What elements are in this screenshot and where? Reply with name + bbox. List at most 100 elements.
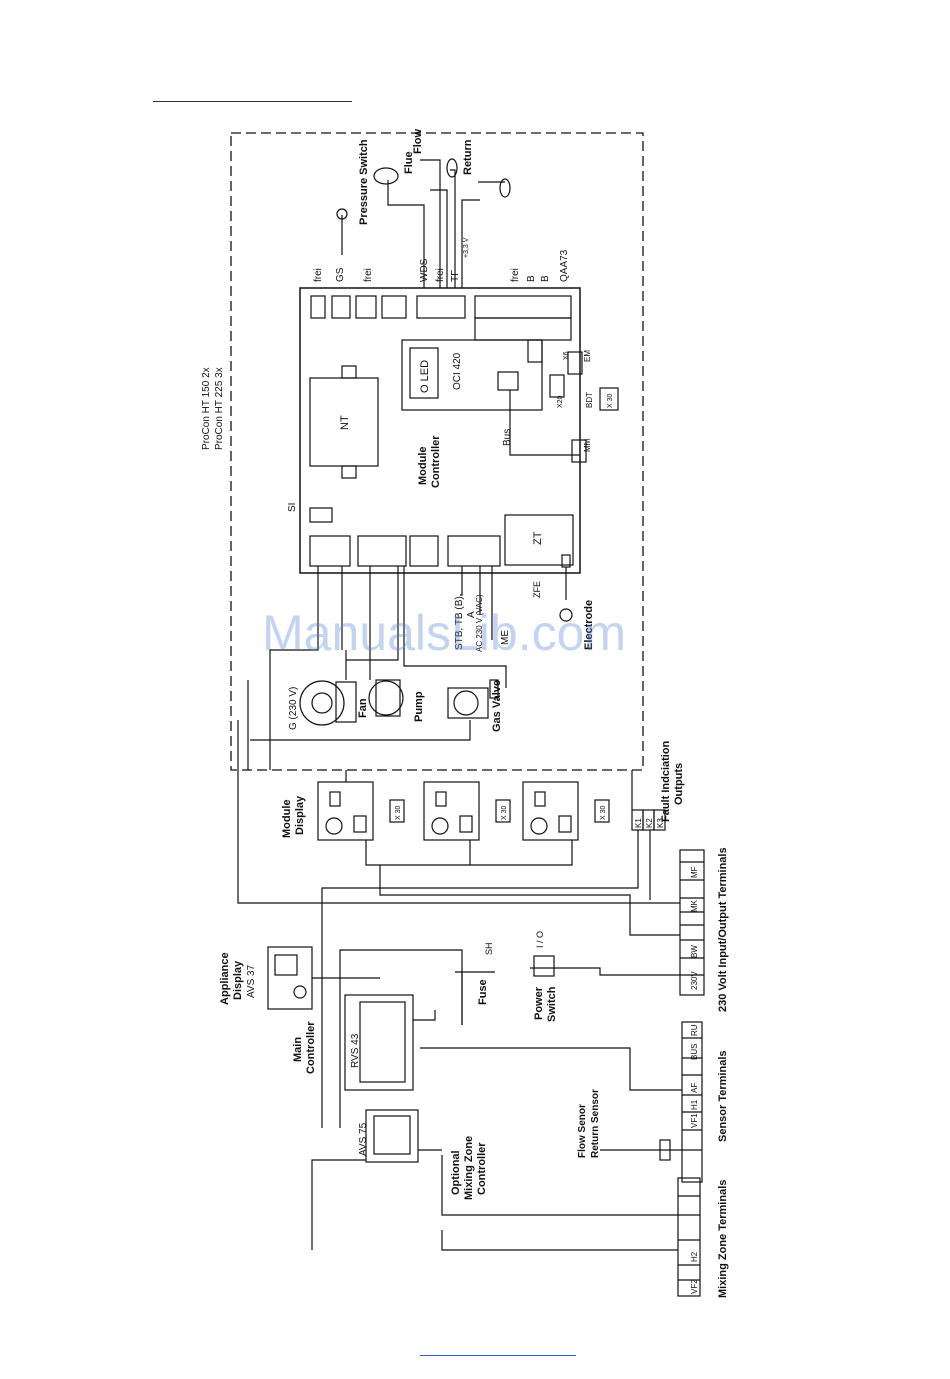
si-label: SI [287, 503, 298, 512]
x20-label: X20 [557, 395, 564, 408]
main-controller-label-2: Controller [305, 1021, 317, 1074]
x6-label: X6 [563, 351, 570, 360]
led-label: O LED [419, 360, 431, 393]
appliance-display-label-1: Appliance [219, 952, 231, 1005]
fan-label: Fan [357, 698, 369, 718]
v33-label: +3,3 V [463, 237, 470, 258]
mixing-zone-controller-unit [311, 1109, 442, 1250]
module-controller-label-2: Controller [430, 435, 442, 488]
model-label-a: ProCon HT 150 2x [201, 367, 212, 450]
fuse-label: Fuse [477, 979, 489, 1005]
model-label-b: ProCon HT 225 3x [214, 367, 225, 450]
t-af: AF [690, 1083, 699, 1093]
flue-label: Flue [403, 151, 415, 174]
sensor-leads [336, 158, 511, 288]
io-label: I / O [535, 931, 545, 948]
zfe-label: ZFE [532, 581, 542, 598]
avs75-label: AVS 75 [358, 1122, 369, 1156]
t-bw: BW [690, 945, 699, 958]
oci-label: OCI 420 [452, 352, 463, 390]
led-box [409, 347, 439, 399]
terminal-block-sensor [420, 1021, 703, 1183]
frei-label-4: frei [510, 268, 521, 282]
t-vf2: VF2 [690, 1279, 699, 1294]
k2-label: K2 [645, 818, 654, 828]
zt-label: ZT [532, 531, 544, 545]
module-controller-label-1: Module [417, 447, 429, 486]
t-h2: H2 [690, 1251, 699, 1262]
power-switch-label-1: Power [533, 986, 545, 1020]
me-label: ME [500, 630, 511, 645]
mixing-terminals-label: Mixing Zone Terminals [717, 1180, 729, 1298]
gs-label: GS [335, 267, 346, 282]
fan-component [299, 680, 357, 726]
avs37-label: AVS 37 [246, 964, 257, 998]
pump-label: Pump [413, 691, 425, 722]
appliance-display-label-2: Display [232, 960, 244, 1000]
em-label: EM [583, 350, 592, 362]
fuse-and-switch [455, 955, 555, 1025]
t-vf1: VF1 [690, 1113, 699, 1128]
t-mk: MK [690, 899, 699, 912]
oci-module [401, 339, 543, 411]
b-label-1: B [526, 275, 537, 282]
nt-label: NT [339, 415, 351, 430]
ac230-label: AC 230 V (VAC) [475, 594, 484, 652]
fan-g-label: G (230 V) [288, 687, 299, 730]
fault-outputs-label-2: Outputs [673, 763, 685, 805]
frei-label-1: frei [313, 268, 324, 282]
wds-label: WDS [419, 258, 430, 282]
flow-label: Flow [412, 129, 424, 154]
rvs43-label: RVS 43 [350, 1033, 361, 1068]
module-display-label-1: Module [281, 800, 293, 839]
top-connector-strips [310, 295, 619, 463]
stb-tb-label: STB, TB (B) [454, 596, 465, 650]
fault-output-relays [321, 770, 666, 1128]
component-leads [247, 390, 580, 770]
pump-component [368, 679, 404, 717]
bottom-connector-strips [309, 535, 501, 567]
terminal-block-mixing [441, 1155, 701, 1297]
t-mf: MF [690, 866, 699, 878]
electrode-label: Electrode [583, 600, 595, 650]
module-display-label-2: Display [294, 795, 306, 835]
optional-mixing-label-1: Optional [450, 1150, 462, 1195]
x30-label-board: X 30 [607, 393, 614, 408]
flow-sensor-label-2: Return Sensor [590, 1089, 601, 1158]
b-label-2: B [540, 275, 551, 282]
a-label: A [466, 611, 477, 618]
x30-label-3: X 30 [600, 805, 607, 820]
t-230v: 230V [690, 971, 699, 990]
qaa73-label: QAA73 [559, 249, 570, 282]
optional-mixing-label-3: Controller [476, 1142, 488, 1195]
pressure-switch-label: Pressure Switch [358, 139, 370, 225]
top-link-underline[interactable] [153, 101, 352, 102]
terminals-230-label: 230 Volt Input/Output Terminals [717, 847, 729, 1012]
x30-label-1: X 30 [395, 805, 402, 820]
sensor-terminals-label: Sensor Terminals [717, 1051, 729, 1143]
flow-sensor-label-1: Flow Senor [577, 1104, 588, 1158]
t-ru: RU [690, 1024, 699, 1036]
enclosure-dashed-border [230, 132, 644, 771]
zt-block [504, 514, 574, 566]
appliance-display-unit [267, 946, 380, 1010]
module-display-units [317, 770, 610, 866]
optional-mixing-label-2: Mixing Zone [463, 1136, 475, 1200]
fault-outputs-label-1: Fault Indciation [660, 740, 672, 822]
return-label: Return [462, 139, 474, 175]
sh-label: SH [484, 942, 494, 955]
t-h1: H1 [690, 1099, 699, 1110]
mm-label: MM [583, 438, 592, 452]
t-bus: BUS [690, 1044, 699, 1060]
bdt-label: BDT [585, 392, 594, 408]
x30-label-2: X 30 [501, 805, 508, 820]
gas-valve-label: Gas Valve [491, 680, 503, 732]
frei-label-3: frei [435, 268, 446, 282]
terminal-block-230v [237, 720, 705, 996]
bus-label: Bus [502, 429, 513, 446]
power-switch-label-2: Switch [546, 986, 558, 1022]
bottom-link-underline[interactable] [420, 1355, 576, 1356]
gas-valve-component [447, 679, 499, 719]
frei-label-2: frei [363, 268, 374, 282]
